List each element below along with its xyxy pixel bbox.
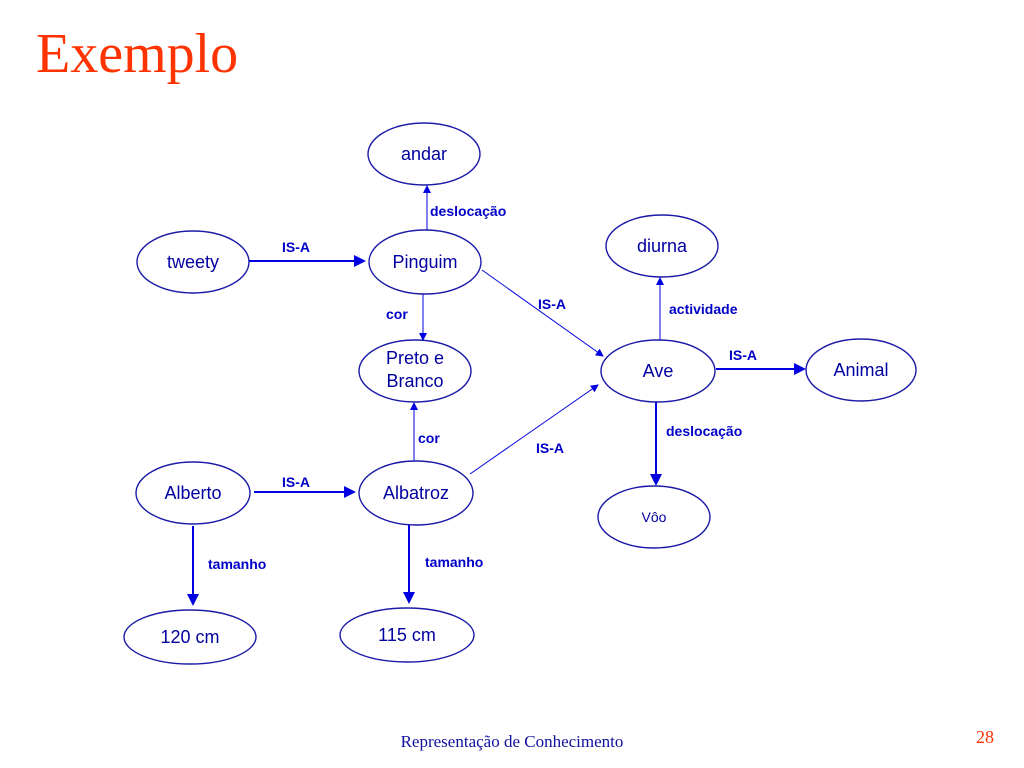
edges [187, 185, 806, 606]
page-number: 28 [976, 727, 994, 747]
edge-label-albatroz-ave: IS-A [536, 440, 564, 456]
edge-label-pinguim-cor: cor [386, 306, 408, 322]
node-label-andar: andar [401, 144, 447, 164]
node-tweety: tweety [136, 230, 250, 294]
node-voo: Vôo [597, 485, 711, 549]
node-label-animal: Animal [833, 360, 888, 380]
node-label-120-cm: 120 cm [160, 627, 219, 647]
node-label-tweety: tweety [167, 252, 219, 272]
edge-label-alberto-tamanho: tamanho [208, 556, 266, 572]
edge-label-ave-voo: deslocação [666, 423, 742, 439]
edge-label-ave-diurna: actividade [669, 301, 738, 317]
node-label-preto-e-branco-line2: Branco [386, 371, 443, 391]
node-preto-e-branco: Preto e Branco [358, 339, 472, 403]
edge-label-albatroz-cor: cor [418, 430, 440, 446]
node-diurna: diurna [605, 214, 719, 278]
node-ave: Ave [600, 339, 716, 403]
edge-pinguim-ave [481, 269, 604, 357]
node-label-preto-e-branco-line1: Preto e [386, 348, 444, 368]
edge-labels: deslocação IS-A cor IS-A actividade IS-A… [208, 203, 757, 572]
edge-albatroz-ave [469, 384, 599, 475]
edge-label-pinguim-ave: IS-A [538, 296, 566, 312]
node-115-cm: 115 cm [339, 607, 475, 663]
node-albatroz: Albatroz [358, 460, 474, 526]
node-label-115-cm: 115 cm [378, 625, 436, 645]
node-label-albatroz: Albatroz [383, 483, 449, 503]
edge-label-ave-animal: IS-A [729, 347, 757, 363]
node-label-voo: Vôo [642, 509, 667, 525]
node-pinguim: Pinguim [368, 229, 482, 295]
node-alberto: Alberto [135, 461, 251, 525]
slide-footer: Representação de Conhecimento [400, 732, 624, 751]
edge-label-tweety-pinguim: IS-A [282, 239, 310, 255]
edge-label-pinguim-andar: deslocação [430, 203, 506, 219]
nodes: andar tweety Pinguim diurna Preto e Bran… [123, 122, 917, 665]
node-andar: andar [367, 122, 481, 186]
node-label-pinguim: Pinguim [392, 252, 457, 272]
node-120-cm: 120 cm [123, 609, 257, 665]
node-label-alberto: Alberto [164, 483, 221, 503]
node-label-diurna: diurna [637, 236, 688, 256]
node-label-ave: Ave [643, 361, 674, 381]
node-animal: Animal [805, 338, 917, 402]
edge-label-albatroz-tamanho: tamanho [425, 554, 483, 570]
slide-title: Exemplo [36, 23, 239, 85]
edge-label-alberto-albatroz: IS-A [282, 474, 310, 490]
